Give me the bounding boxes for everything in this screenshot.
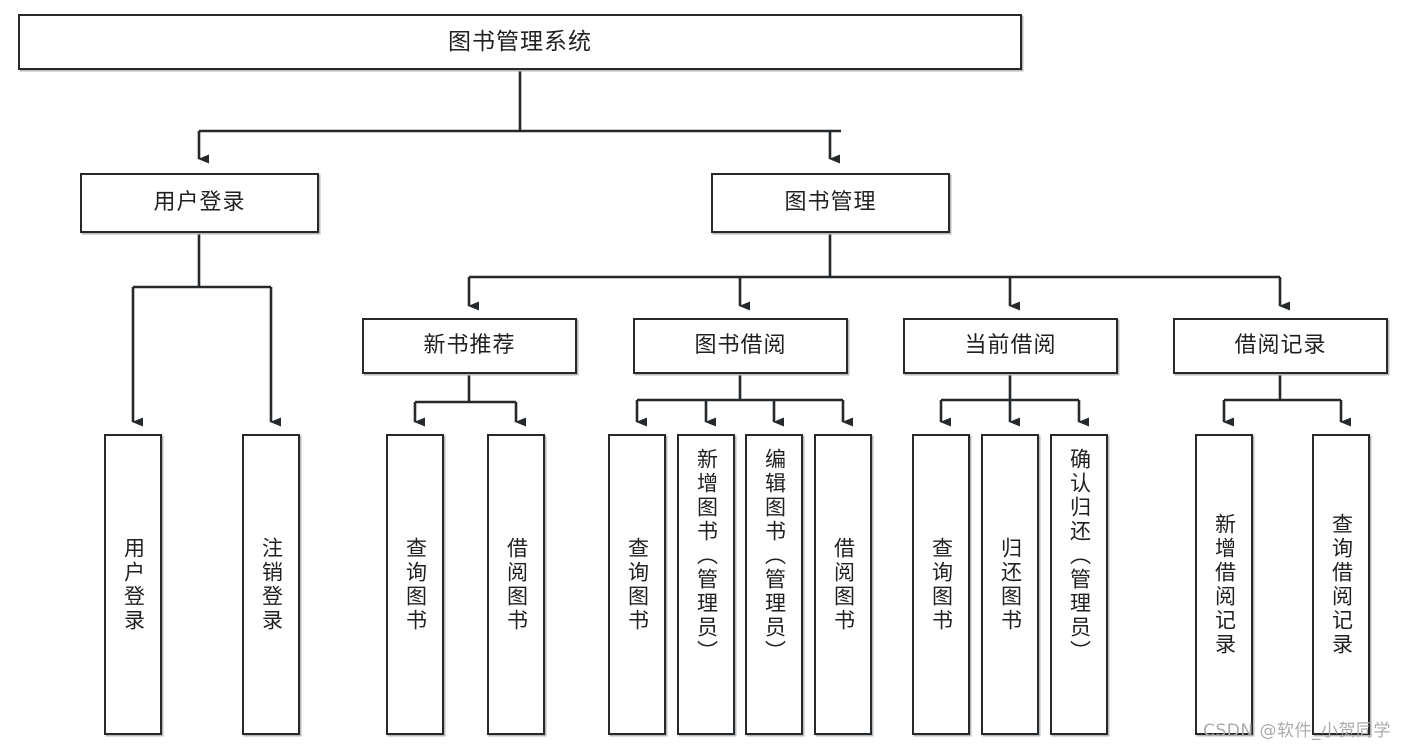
node-label: 用户登录 (121, 536, 146, 633)
node-label: 新增图书（管理员） (694, 448, 719, 664)
node-label: 借阅图书 (504, 536, 529, 633)
node-label: 图书管理系统 (448, 28, 592, 55)
node-book-borrow[interactable]: 图书借阅 (633, 318, 848, 374)
leaf-current-confirm-return-admin[interactable]: 确认归还（管理员） (1050, 434, 1108, 735)
node-label: 用户登录 (153, 190, 246, 216)
leaf-borrow-edit-book-admin[interactable]: 编辑图书（管理员） (745, 434, 803, 735)
node-borrow-record[interactable]: 借阅记录 (1173, 318, 1388, 374)
node-label: 确认归还（管理员） (1067, 448, 1092, 664)
node-label: 借阅记录 (1234, 333, 1327, 359)
leaf-record-add-borrow-record[interactable]: 新增借阅记录 (1195, 434, 1253, 735)
leaf-borrow-add-book-admin[interactable]: 新增图书（管理员） (677, 434, 735, 735)
leaf-current-query-book[interactable]: 查询图书 (912, 434, 970, 735)
node-book-management[interactable]: 图书管理 (711, 173, 950, 233)
node-label: 图书管理 (784, 190, 877, 216)
node-label: 图书借阅 (694, 333, 787, 359)
node-label: 新书推荐 (423, 333, 516, 359)
node-label: 编辑图书（管理员） (762, 448, 787, 664)
node-label: 查询借阅记录 (1329, 512, 1354, 657)
node-label: 新增借阅记录 (1212, 512, 1237, 657)
node-label: 查询图书 (403, 536, 428, 633)
node-label: 归还图书 (998, 536, 1023, 633)
node-label: 借阅图书 (831, 536, 856, 633)
node-user-login[interactable]: 用户登录 (80, 173, 319, 233)
leaf-recommend-borrow-book[interactable]: 借阅图书 (487, 434, 545, 735)
node-root-system[interactable]: 图书管理系统 (18, 14, 1022, 70)
node-new-book-recommend[interactable]: 新书推荐 (362, 318, 577, 374)
node-label: 查询图书 (625, 536, 650, 633)
node-label: 注销登录 (259, 536, 284, 633)
leaf-user-login[interactable]: 用户登录 (104, 434, 162, 735)
leaf-record-query-borrow-record[interactable]: 查询借阅记录 (1312, 434, 1370, 735)
leaf-recommend-query-book[interactable]: 查询图书 (386, 434, 444, 735)
node-current-borrow[interactable]: 当前借阅 (903, 318, 1118, 374)
leaf-logout[interactable]: 注销登录 (242, 434, 300, 735)
watermark: CSDN @软件_小贺同学 (1203, 721, 1391, 741)
node-label: 查询图书 (929, 536, 954, 633)
leaf-borrow-query-book[interactable]: 查询图书 (608, 434, 666, 735)
leaf-current-return-book[interactable]: 归还图书 (981, 434, 1039, 735)
leaf-borrow-borrow-book[interactable]: 借阅图书 (814, 434, 872, 735)
node-label: 当前借阅 (964, 333, 1057, 359)
